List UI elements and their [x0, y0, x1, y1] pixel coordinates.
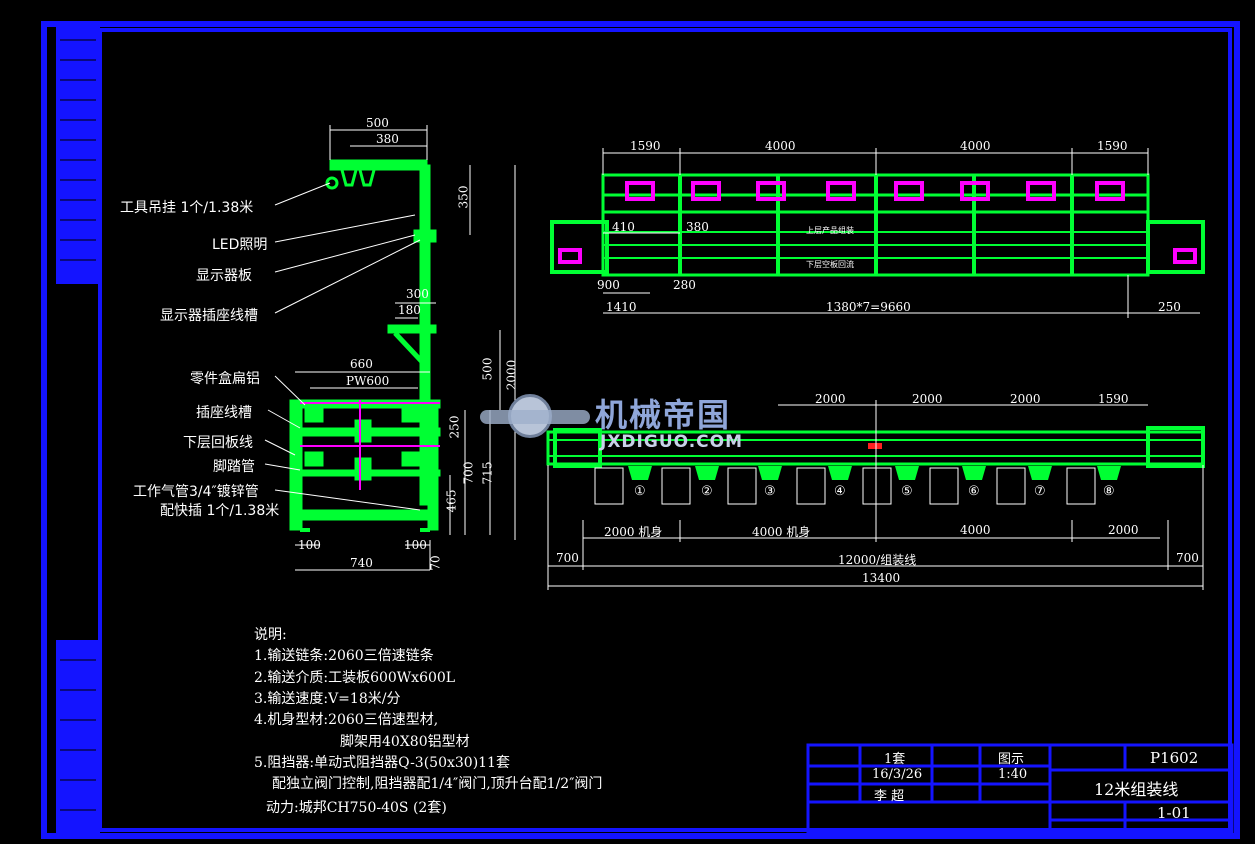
notes-line: 配独立阀门控制,阻挡器配1/4″阀门,顶升台配1/2″阀门 — [272, 776, 603, 792]
station-label: ② — [701, 484, 713, 499]
watermark-logo: 机械帝国 JXDIGUO.COM — [480, 390, 780, 460]
dim-side-70: 70 — [428, 555, 443, 571]
callout-monitor-board: 显示器板 — [196, 268, 252, 284]
drawing-frame — [41, 21, 1240, 839]
dim-top-280: 280 — [673, 278, 696, 292]
station-label: ⑦ — [1034, 484, 1046, 499]
dim-front-body-4000: 4000 机身 — [752, 525, 811, 539]
dim-side-500-top: 500 — [366, 116, 389, 130]
dim-top-1590-right: 1590 — [1097, 139, 1128, 153]
callout-air-pipe: 工作气管3/4″镀锌管 — [133, 484, 259, 500]
title-block-title: 12米组装线 — [1094, 780, 1179, 799]
dim-side-700: 700 — [461, 461, 476, 485]
notes-line: 动力:城邦CH750-40S (2套) — [266, 800, 447, 816]
notes-line: 5.阻挡器:单动式阻挡器Q-3(50x30)11套 — [254, 755, 510, 771]
callout-foot-tube: 脚踏管 — [213, 459, 255, 475]
dim-front-2000-a: 2000 — [815, 392, 846, 406]
notes-line: 3.输送速度:V=18米/分 — [254, 691, 401, 707]
notes-title: 说明: — [254, 627, 287, 643]
top-view-dimension-lines — [602, 148, 1200, 318]
title-block-code: P1602 — [1150, 749, 1199, 767]
watermark-en: JXDIGUO.COM — [600, 432, 744, 452]
front-view-bodies — [594, 467, 1096, 505]
dim-side-250: 250 — [447, 415, 462, 439]
dim-front-1590: 1590 — [1098, 392, 1129, 406]
dim-front-body-2000: 2000 机身 — [604, 525, 663, 539]
title-block-scale: 1:40 — [998, 767, 1028, 782]
dim-front-700-right: 700 — [1176, 551, 1199, 565]
dim-top-4000-b: 4000 — [960, 139, 991, 153]
dim-side-180: 180 — [398, 303, 421, 317]
station-label: ⑤ — [901, 484, 913, 499]
dim-front-2000-c: 2000 — [1010, 392, 1041, 406]
dim-front-2000-right: 2000 — [1108, 523, 1139, 537]
top-view-machine — [550, 173, 1205, 277]
callout-socket-duct: 插座线槽 — [196, 405, 252, 421]
notes-line: 脚架用40X80铝型材 — [340, 734, 470, 750]
title-block-date: 16/3/26 — [872, 767, 923, 782]
station-label: ① — [634, 484, 646, 499]
title-block-frame — [806, 743, 1234, 835]
notes-line: 1.输送链条:2060三倍速链条 — [254, 648, 434, 664]
title-block-drawing-no: 1-01 — [1157, 804, 1191, 822]
dim-front-assembly: 12000/组装线 — [838, 553, 917, 567]
callout-quick-plug: 配快插 1个/1.38米 — [160, 503, 280, 519]
side-view-dimension-lines — [264, 125, 516, 571]
dim-side-2000: 2000 — [504, 359, 519, 391]
dim-top-900: 900 — [597, 278, 620, 292]
top-view-part-boxes — [558, 181, 1197, 264]
dim-side-380: 380 — [376, 132, 399, 146]
dim-front-700-left: 700 — [556, 551, 579, 565]
callout-led-light: LED照明 — [212, 237, 268, 253]
callout-monitor-socket-duct: 显示器插座线槽 — [160, 308, 258, 324]
red-arrow-marker — [868, 443, 882, 449]
notes-line: 2.输送介质:工装板600Wx600L — [254, 670, 456, 686]
dim-side-300: 300 — [406, 287, 429, 301]
callout-tool-hanger: 工具吊挂 1个/1.38米 — [120, 200, 254, 216]
title-block-name: 李 超 — [874, 789, 905, 804]
front-view-stoppers — [628, 466, 1121, 480]
station-label: ⑧ — [1103, 484, 1115, 499]
dim-side-660: 660 — [350, 357, 373, 371]
station-label: ③ — [764, 484, 776, 499]
dim-front-4000: 4000 — [960, 523, 991, 537]
dim-front-total: 13400 — [862, 571, 901, 585]
title-block-view: 图示 — [998, 752, 1025, 767]
dim-top-mid: 1380*7=9660 — [826, 300, 911, 314]
dim-top-1590-left: 1590 — [630, 139, 661, 153]
dim-top-410: 410 — [612, 220, 635, 234]
dim-side-100-left: 100 — [298, 538, 321, 552]
dim-side-pw600: PW600 — [346, 374, 390, 388]
dim-top-250: 250 — [1158, 300, 1181, 314]
front-view-dimension-lines — [547, 400, 1204, 590]
top-view-upper-label: 上层产品组装 — [806, 226, 854, 235]
dim-side-500-right: 500 — [480, 357, 495, 381]
station-label: ④ — [834, 484, 846, 499]
dim-side-740: 740 — [350, 556, 373, 570]
dim-front-2000-b: 2000 — [912, 392, 943, 406]
notes-line: 4.机身型材:2060三倍速型材, — [254, 712, 439, 728]
callout-parts-box-flat-alu: 零件盒扁铝 — [190, 371, 260, 387]
dim-side-465: 465 — [444, 489, 459, 513]
side-view-machine — [289, 159, 441, 532]
dim-side-100-right: 100 — [404, 538, 427, 552]
dim-top-4000-a: 4000 — [765, 139, 796, 153]
watermark-cn: 机械帝国 — [595, 396, 732, 434]
dim-side-715: 715 — [480, 461, 495, 485]
top-view-lower-label: 下层空板回流 — [806, 260, 854, 269]
dim-top-1410: 1410 — [606, 300, 637, 314]
watermark-wing-icon — [480, 410, 590, 424]
side-view-accents — [300, 400, 440, 490]
title-block-qty: 1套 — [884, 752, 906, 767]
dim-side-350: 350 — [456, 185, 471, 209]
dim-top-380: 380 — [686, 220, 709, 234]
station-label: ⑥ — [968, 484, 980, 499]
callout-lower-return-line: 下层回板线 — [183, 435, 253, 451]
